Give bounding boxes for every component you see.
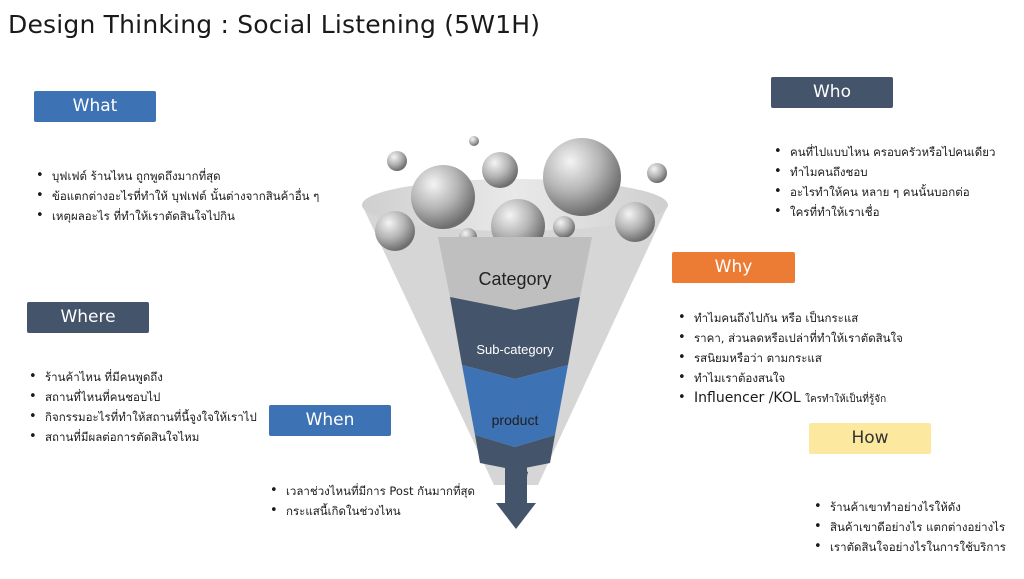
product-band: [462, 365, 568, 447]
list-item: Influencer /KOL ใครทำให้เป็นที่รู้จัก: [676, 388, 903, 410]
influencer-note: ใครทำให้เป็นที่รู้จัก: [805, 394, 887, 405]
bubble: [387, 151, 407, 171]
influencer-text: Influencer /KOL: [694, 390, 801, 406]
list-item: ราคา, ส่วนลดหรือเปล่าที่ทำให้เราตัดสินใจ: [676, 328, 903, 348]
funnel-level-category: Category: [478, 269, 551, 289]
funnel-diagram: Category Sub-category product name: [362, 136, 668, 529]
why-label: Why: [672, 252, 795, 283]
bubbles: [375, 136, 667, 253]
funnel-level-subcategory: Sub-category: [476, 342, 554, 357]
list-item: ใครที่ทำให้เราเชื่อ: [772, 202, 995, 222]
when-label: When: [269, 405, 391, 436]
who-label: Who: [771, 77, 893, 108]
list-item: ทำไมคนถึงไปกัน หรือ เป็นกระแส: [676, 308, 903, 328]
what-list: บุฟเฟต์ ร้านไหน ถูกพูดถึงมากที่สุด ข้อแต…: [34, 166, 319, 226]
list-item: ร้านค้าเขาทำอย่างไรให้ดัง: [812, 497, 1006, 517]
list-item: สถานที่มีผลต่อการตัดสินใจไหม: [27, 427, 257, 447]
list-item: อะไรทำให้คน หลาย ๆ คนนั้นบอกต่อ: [772, 182, 995, 202]
bubble: [469, 136, 479, 146]
list-item: บุฟเฟต์ ร้านไหน ถูกพูดถึงมากที่สุด: [34, 166, 319, 186]
list-item: ร้านค้าไหน ที่มีคนพูดถึง: [27, 367, 257, 387]
bubble: [647, 163, 667, 183]
what-label: What: [34, 91, 156, 122]
list-item: กิจกรรมอะไรที่ทำให้สถานที่นี้จูงใจให้เรา…: [27, 407, 257, 427]
list-item: สินค้าเขาดีอย่างไร แตกต่างอย่างไร: [812, 517, 1006, 537]
list-item: ทำไมคนถึงชอบ: [772, 162, 995, 182]
list-item: ข้อแตกต่างอะไรที่ทำให้ บุฟเฟต์ นั้นต่างจ…: [34, 186, 319, 206]
funnel-level-product: product: [492, 412, 539, 428]
when-list: เวลาช่วงไหนที่มีการ Post กันมากที่สุด กร…: [268, 481, 475, 521]
list-item: สถานที่ไหนที่คนชอบไป: [27, 387, 257, 407]
bubble: [482, 152, 518, 188]
why-list: ทำไมคนถึงไปกัน หรือ เป็นกระแส ราคา, ส่วน…: [676, 308, 903, 410]
subcategory-band: [450, 297, 580, 379]
list-item: ทำไมเราต้องสนใจ: [676, 368, 903, 388]
list-item: กระแสนี้เกิดในช่วงไหน: [268, 501, 475, 521]
list-item: เวลาช่วงไหนที่มีการ Post กันมากที่สุด: [268, 481, 475, 501]
bubble: [375, 211, 415, 251]
bubble: [553, 216, 575, 238]
how-list: ร้านค้าเขาทำอย่างไรให้ดัง สินค้าเขาดีอย่…: [812, 497, 1006, 557]
name-band: [475, 435, 555, 470]
category-band: [438, 237, 592, 310]
bubble: [543, 138, 621, 216]
page-title: Design Thinking : Social Listening (5W1H…: [8, 10, 541, 39]
list-item: คนที่ไปแบบไหน ครอบครัวหรือไปคนเดียว: [772, 142, 995, 162]
where-label: Where: [27, 302, 149, 333]
where-list: ร้านค้าไหน ที่มีคนพูดถึง สถานที่ไหนที่คน…: [27, 367, 257, 447]
how-label: How: [809, 423, 931, 454]
who-list: คนที่ไปแบบไหน ครอบครัวหรือไปคนเดียว ทำไม…: [772, 142, 995, 222]
list-item: รสนิยมหรือว่า ตามกระแส: [676, 348, 903, 368]
bubble: [615, 202, 655, 242]
list-item: เหตุผลอะไร ที่ทำให้เราตัดสินใจไปกิน: [34, 206, 319, 226]
list-item: เราตัดสินใจอย่างไรในการใช้บริการ: [812, 537, 1006, 557]
bubble: [411, 165, 475, 229]
arrow-down-icon: [496, 465, 536, 529]
